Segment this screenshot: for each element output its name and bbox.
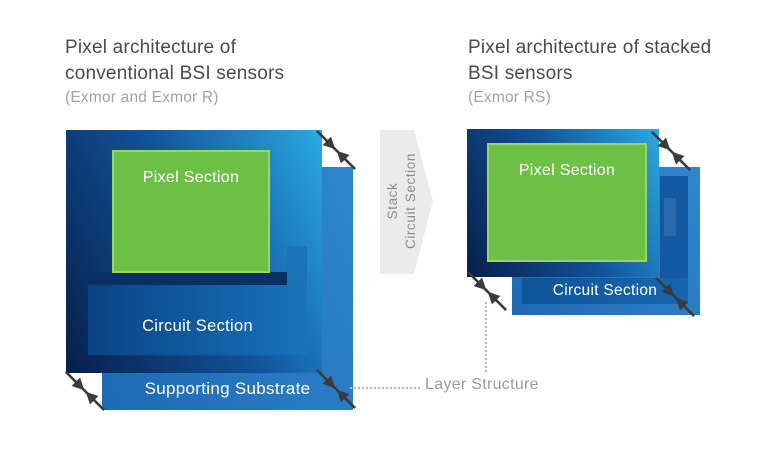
- pixel-section: [112, 150, 270, 273]
- stack-arrow-text: Stack Circuit Section: [384, 121, 420, 281]
- left-title-line1: Pixel architecture of: [65, 37, 237, 58]
- stacked-pixel-section-label: Pixel Section: [518, 162, 616, 179]
- supporting-substrate-label: Supporting Substrate: [144, 379, 311, 398]
- layer-boundary-arrow-top-right: [310, 124, 362, 176]
- layer-boundary-arrow-bottom-left: [461, 265, 513, 317]
- left-title-line2: conventional BSI sensors: [65, 63, 285, 84]
- circuit-section-arm: [287, 246, 307, 288]
- stack-arrow-line2: Circuit Section: [403, 152, 418, 250]
- layer-boundary-arrow-bottom-right: [649, 271, 701, 323]
- layer-structure-label: Layer Structure: [425, 376, 539, 393]
- stacked-pixel-section: [487, 143, 647, 262]
- right-title-line1: Pixel architecture of stacked: [468, 37, 712, 58]
- right-title-line2: BSI sensors: [468, 63, 573, 84]
- right-subtitle: (Exmor RS): [468, 89, 551, 106]
- pixel-section-label: Pixel Section: [142, 169, 240, 186]
- circuit-tray-notch: [664, 198, 676, 236]
- stacked-circuit-section-label: Circuit Section: [552, 282, 658, 299]
- layer-boundary-arrow-top-right: [645, 125, 697, 177]
- pixel-section-shadow: [88, 272, 287, 286]
- left-title-block: Pixel architecture of conventional BSI s…: [65, 35, 284, 109]
- stack-arrow-line1: Stack: [385, 182, 400, 220]
- circuit-section: [88, 285, 307, 355]
- dotted-connector-vertical: [485, 302, 487, 372]
- left-subtitle: (Exmor and Exmor R): [65, 89, 219, 106]
- circuit-section-label: Circuit Section: [142, 317, 253, 335]
- dotted-connector-horizontal: [350, 387, 420, 389]
- layer-boundary-arrow-bottom-left: [59, 365, 111, 417]
- layer-boundary-arrow-bottom-right: [310, 363, 362, 415]
- right-title-block: Pixel architecture of stacked BSI sensor…: [468, 35, 711, 109]
- stack-arrow-shape: [380, 130, 433, 274]
